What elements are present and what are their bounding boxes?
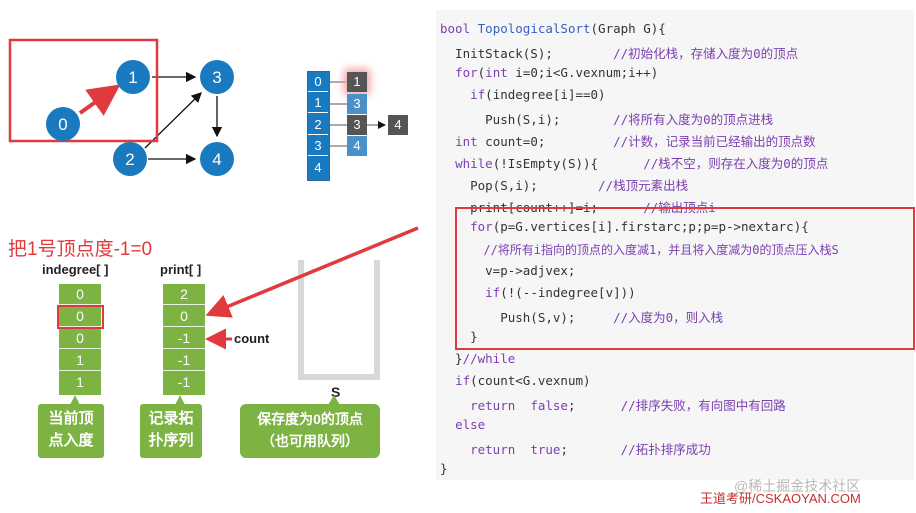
node-1: 1 bbox=[116, 60, 150, 94]
stack-title: S bbox=[331, 384, 341, 400]
indegree-cell: 1 bbox=[76, 374, 84, 390]
watermark: @稀土掘金技术社区 bbox=[734, 478, 861, 494]
print-title: print[ ] bbox=[160, 262, 202, 277]
print-label-pointer bbox=[175, 395, 185, 405]
node-4: 4 bbox=[200, 142, 234, 176]
adjlist-index-cell: 1 bbox=[308, 93, 328, 113]
code-line: int count=0; //计数，记录当前已经输出的顶点数 bbox=[455, 134, 816, 149]
code-line: while(!IsEmpty(S)){ //栈不空，则存在入度为0的顶点 bbox=[455, 156, 829, 171]
code-line: InitStack(S); //初始化栈，存储入度为0的顶点 bbox=[440, 46, 799, 61]
code-line: else bbox=[455, 417, 486, 432]
stack-label-pointer bbox=[328, 395, 340, 405]
code-line: for(int i=0;i<G.vexnum;i++) bbox=[455, 65, 659, 80]
adjlist-index-cell: 4 bbox=[314, 160, 322, 175]
node-3: 3 bbox=[200, 60, 234, 94]
edge-0-1 bbox=[78, 84, 121, 116]
code-line: return true; //拓扑排序成功 bbox=[470, 442, 711, 457]
print-cell: 0 bbox=[163, 306, 205, 327]
code-highlight-box bbox=[455, 207, 915, 350]
indegree-highlight-box bbox=[57, 305, 104, 329]
indegree-array: 0 0 0 1 1 bbox=[59, 284, 101, 395]
code-line: bool TopologicalSort(Graph G){ bbox=[440, 21, 666, 36]
indegree-cell: 0 bbox=[59, 328, 101, 349]
code-line: Push(S,v); //入度为0，则入栈 bbox=[440, 310, 724, 325]
adjacency-list bbox=[328, 81, 386, 147]
adjlist-node-dark: 3 bbox=[347, 115, 367, 135]
count-pointer-label: count bbox=[234, 331, 270, 346]
adjlist-node-dark: 4 bbox=[388, 115, 408, 135]
step-caption: 把1号顶点度-1=0 bbox=[8, 239, 153, 260]
node-label-2: 2 bbox=[125, 150, 134, 169]
code-line: if(!(--indegree[v])) bbox=[485, 285, 636, 300]
node-2: 2 bbox=[113, 142, 147, 176]
indegree-label: 当前顶 点入度 bbox=[38, 404, 104, 458]
code-line: v=p->adjvex; bbox=[440, 263, 576, 278]
adjlist-index-cell: 3 bbox=[308, 136, 328, 156]
adjlist-index-column: 0 1 2 3 4 bbox=[307, 71, 330, 181]
code-line: if(indegree[i]==0) bbox=[470, 87, 606, 102]
code-panel: bool TopologicalSort(Graph G){ InitStack… bbox=[436, 10, 914, 480]
print-label: 记录拓 扑序列 bbox=[140, 404, 202, 458]
indegree-label-pointer bbox=[70, 395, 80, 405]
adjlist-node-highlighted: 1 bbox=[347, 72, 367, 92]
adjlist-index-cell: 2 bbox=[308, 115, 328, 135]
print-cell: 2 bbox=[163, 284, 205, 305]
graph-diagram: 0 1 2 3 4 bbox=[8, 38, 386, 176]
code-line: if(count<G.vexnum) bbox=[455, 373, 591, 388]
node-label-3: 3 bbox=[212, 68, 221, 87]
adjlist-node: 4 bbox=[347, 136, 367, 156]
edge-2-3 bbox=[144, 92, 202, 149]
code-line: for(p=G.vertices[i].firstarc;p;p=p->next… bbox=[470, 219, 809, 234]
code-line: }//while bbox=[440, 351, 516, 366]
indegree-title: indegree[ ] bbox=[42, 262, 109, 277]
highlight-box-graph bbox=[8, 38, 159, 143]
stack-label: 保存度为0的顶点 （也可用队列） bbox=[240, 404, 380, 458]
code-line: } bbox=[440, 329, 478, 344]
code-line: return false; //排序失败，有向图中有回路 bbox=[470, 398, 786, 413]
adjlist-node: 3 bbox=[347, 94, 367, 114]
code-line: Push(S,i); //将所有入度为0的顶点进栈 bbox=[440, 112, 774, 127]
stack-container bbox=[298, 260, 380, 380]
node-label-0: 0 bbox=[58, 115, 67, 134]
print-cell: -1 bbox=[163, 328, 205, 349]
node-label-4: 4 bbox=[212, 150, 221, 169]
node-0: 0 bbox=[46, 107, 80, 141]
print-cell: -1 bbox=[163, 350, 205, 371]
code-line: //将所有i指向的顶点的入度减1，并且将入度减为0的顶点压入栈S bbox=[483, 243, 839, 257]
brand-footer: 王道考研/CSKAOYAN.COM bbox=[700, 491, 861, 506]
print-cell: -1 bbox=[177, 374, 191, 390]
print-array: 2 0 -1 -1 -1 bbox=[163, 284, 205, 395]
node-label-1: 1 bbox=[128, 68, 137, 87]
indegree-cell: 1 bbox=[59, 350, 101, 371]
indegree-cell: 0 bbox=[59, 306, 101, 327]
indegree-cell: 0 bbox=[59, 284, 101, 305]
adjlist-index-cell: 0 bbox=[308, 72, 328, 92]
code-line: } bbox=[440, 461, 448, 476]
code-line: Pop(S,i); //栈顶元素出栈 bbox=[440, 178, 689, 193]
